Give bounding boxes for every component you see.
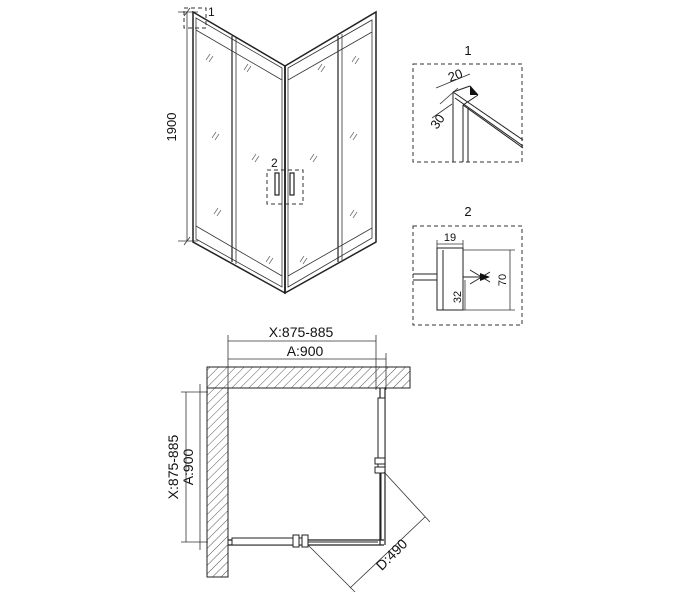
walls [206, 366, 411, 578]
plan-x-left-label: X:875-885 [165, 434, 181, 499]
glass-reflections-left [205, 53, 274, 265]
detail-1-dim-a: 20 [446, 66, 465, 85]
glass-reflections-right [299, 55, 360, 265]
callout-box-1 [183, 7, 207, 29]
height-dimension: 1900 [164, 7, 198, 246]
right-panel [284, 10, 377, 295]
left-panel [192, 10, 286, 295]
plan-d-label: D:490 [373, 535, 411, 573]
plan-top-dimensions: X:875-885 A:900 [227, 324, 387, 390]
callout-box-2 [266, 169, 304, 205]
detail-2-dim-width: 19 [444, 232, 456, 244]
callout-label-1: 1 [208, 5, 215, 19]
callout-label-2: 2 [271, 156, 278, 170]
plan-view: X:875-885 A:900 X:875-885 A:900 [165, 324, 431, 593]
plan-x-top-label: X:875-885 [269, 324, 334, 340]
enclosure-frame [228, 388, 386, 548]
detail-2-dim-lower: 32 [452, 291, 464, 303]
detail-2-dim-height: 70 [497, 274, 509, 286]
plan-a-top-label: A:900 [287, 343, 324, 359]
plan-a-left-label: A:900 [180, 448, 196, 485]
diagonal-dimension: D:490 [307, 471, 431, 593]
plan-left-dimensions: X:875-885 A:900 [165, 384, 208, 550]
door-handles [274, 172, 295, 196]
elevation-view: 1900 [164, 5, 377, 295]
detail-2-title: 2 [464, 204, 471, 219]
detail-1-title: 1 [464, 43, 471, 58]
detail-1-dim-b: 30 [427, 111, 448, 131]
height-label: 1900 [164, 113, 179, 142]
detail-2: 2 19 70 32 [412, 204, 523, 326]
detail-1: 1 20 30 [412, 43, 524, 163]
